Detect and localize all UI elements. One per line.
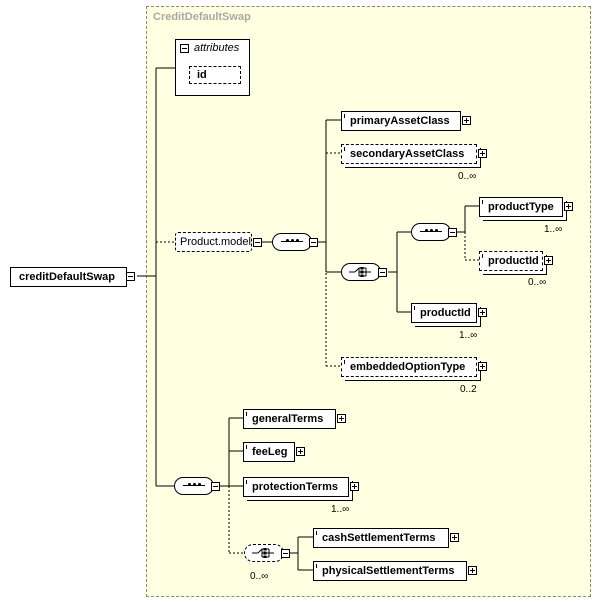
expand-icon[interactable] xyxy=(450,533,459,542)
cardinality-label: 0..∞ xyxy=(528,277,547,288)
collapse-icon[interactable] xyxy=(211,482,220,491)
cardinality-label: 0..∞ xyxy=(250,571,269,582)
element-primaryAssetClass[interactable]: primaryAssetClass xyxy=(341,111,461,131)
root-element-creditDefaultSwap[interactable]: creditDefaultSwap xyxy=(10,267,127,287)
element-secondaryAssetClass[interactable]: secondaryAssetClass xyxy=(341,144,477,164)
element-embeddedOptionType[interactable]: embeddedOptionType xyxy=(341,357,477,377)
group-product-model[interactable]: Product.model xyxy=(175,232,252,252)
choice-compositor-settlement[interactable] xyxy=(244,544,284,562)
element-label: embeddedOptionType xyxy=(350,361,466,373)
expand-icon[interactable] xyxy=(478,149,487,158)
group-product-model-label: Product.model xyxy=(180,236,251,248)
choice-compositor[interactable] xyxy=(341,263,381,281)
choice-icon xyxy=(252,548,274,558)
expand-icon[interactable] xyxy=(478,308,487,317)
expand-icon[interactable] xyxy=(337,414,346,423)
element-label: productId xyxy=(420,307,471,319)
collapse-icon[interactable] xyxy=(126,272,135,281)
element-label: protectionTerms xyxy=(252,481,338,493)
element-label: productId xyxy=(488,255,539,267)
element-label: productType xyxy=(488,201,554,213)
choice-icon xyxy=(349,267,371,277)
element-physicalSettlementTerms[interactable]: physicalSettlementTerms xyxy=(313,561,467,581)
element-label: secondaryAssetClass xyxy=(350,148,465,160)
element-label: cashSettlementTerms xyxy=(322,532,436,544)
cardinality-label: 0..∞ xyxy=(458,171,477,182)
expand-icon[interactable] xyxy=(350,482,359,491)
attributes-label: attributes xyxy=(194,42,240,54)
sequence-compositor[interactable] xyxy=(174,477,214,495)
collapse-icon[interactable] xyxy=(281,549,290,558)
element-productId[interactable]: productId xyxy=(411,303,477,323)
root-element-label: creditDefaultSwap xyxy=(19,271,115,283)
cardinality-label: 1..∞ xyxy=(544,224,563,235)
element-label: generalTerms xyxy=(252,413,324,425)
expand-icon[interactable] xyxy=(544,256,553,265)
collapse-icon[interactable] xyxy=(309,238,318,247)
complex-type-title: CreditDefaultSwap xyxy=(153,11,251,23)
cardinality-label: 0..2 xyxy=(460,384,477,395)
element-generalTerms[interactable]: generalTerms xyxy=(243,409,336,429)
expand-icon[interactable] xyxy=(468,566,477,575)
element-label: primaryAssetClass xyxy=(350,115,450,127)
cardinality-label: 1..∞ xyxy=(459,330,478,341)
expand-icon[interactable] xyxy=(296,447,305,456)
complex-type-frame xyxy=(146,6,591,597)
collapse-icon[interactable] xyxy=(378,268,387,277)
attribute-id[interactable]: id xyxy=(189,66,241,84)
element-feeLeg[interactable]: feeLeg xyxy=(243,442,295,462)
collapse-icon[interactable] xyxy=(448,228,457,237)
cardinality-label: 1..∞ xyxy=(331,504,350,515)
sequence-compositor[interactable] xyxy=(272,233,312,251)
collapse-icon[interactable] xyxy=(180,44,189,53)
element-label: physicalSettlementTerms xyxy=(322,565,455,577)
expand-icon[interactable] xyxy=(564,202,573,211)
attributes-box: attributes id xyxy=(175,39,250,96)
element-protectionTerms[interactable]: protectionTerms xyxy=(243,477,349,497)
element-cashSettlementTerms[interactable]: cashSettlementTerms xyxy=(313,528,449,548)
expand-icon[interactable] xyxy=(478,362,487,371)
sequence-compositor[interactable] xyxy=(411,223,451,241)
expand-icon[interactable] xyxy=(462,116,471,125)
collapse-icon[interactable] xyxy=(253,238,262,247)
element-productId-optional[interactable]: productId xyxy=(479,251,543,271)
element-label: feeLeg xyxy=(252,446,288,458)
element-productType[interactable]: productType xyxy=(479,197,563,217)
